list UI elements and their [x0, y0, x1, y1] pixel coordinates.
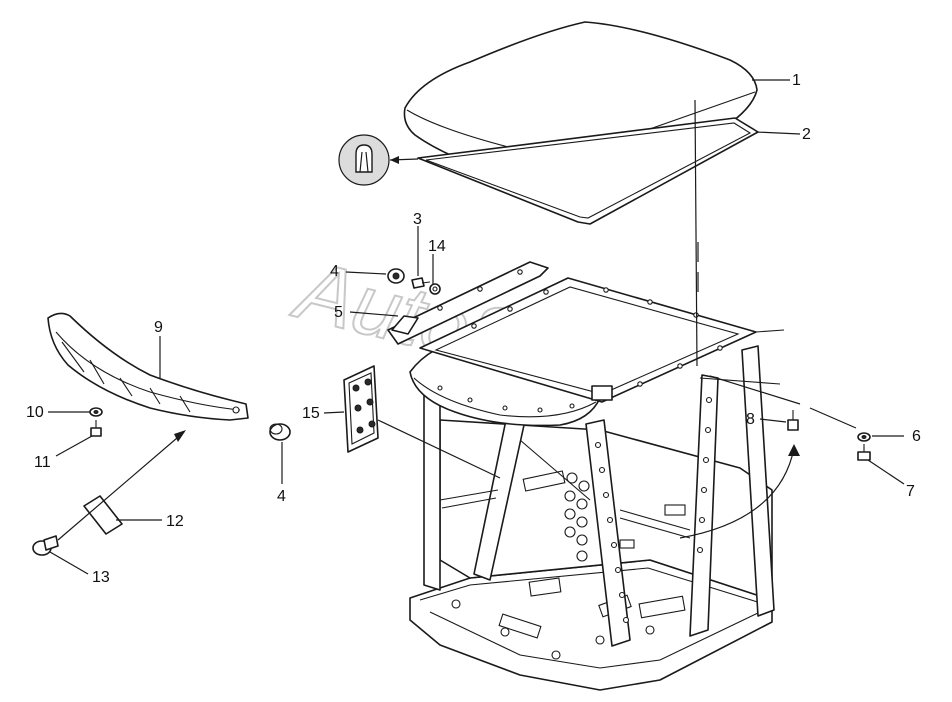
washer-part-6: [857, 432, 871, 442]
cab-frame-part: [409, 277, 785, 691]
washer-part-14: [429, 283, 441, 295]
frame-holes: [471, 287, 723, 387]
seal-section-detail: [338, 134, 419, 186]
knob-bolt-part: [32, 535, 59, 556]
callout-6: 6: [912, 428, 921, 445]
callout-4-lower: 4: [277, 488, 286, 505]
assembly-guides: [57, 99, 857, 541]
screw-part-8: [787, 410, 799, 431]
hinge-plate-part: [343, 365, 501, 479]
callout-5: 5: [334, 304, 343, 321]
frame-holes: [564, 472, 590, 562]
screw-part-7: [857, 444, 871, 461]
callout-10: 10: [26, 404, 44, 421]
callout-14: 14: [428, 238, 446, 255]
bushing-part-lower: [269, 423, 291, 441]
callout-12: 12: [166, 513, 184, 530]
callout-15: 15: [302, 405, 320, 422]
callout-2: 2: [802, 126, 811, 143]
front-visor-part: [47, 312, 249, 421]
callout-13: 13: [92, 569, 110, 586]
washer-part-10: [89, 407, 103, 417]
screw-part-11: [90, 420, 102, 437]
roof-seal-gasket-part: [417, 117, 759, 225]
label-strip-part: [83, 495, 123, 535]
mounting-bracket-part: [387, 261, 549, 345]
bolt-part: [411, 277, 431, 289]
callout-1: 1: [792, 72, 801, 89]
callout-7: 7: [906, 483, 915, 500]
callout-11: 11: [34, 454, 51, 471]
callout-8: 8: [746, 411, 755, 428]
bushing-part-upper: [387, 268, 405, 284]
callout-labels: 1 2 3 14 4 5 9 15 8 6 7 10 11 4 12 13: [26, 72, 921, 586]
callout-leaders: [48, 79, 905, 575]
callout-3: 3: [413, 211, 422, 228]
callout-4-upper: 4: [330, 263, 339, 280]
callout-9: 9: [154, 319, 163, 336]
